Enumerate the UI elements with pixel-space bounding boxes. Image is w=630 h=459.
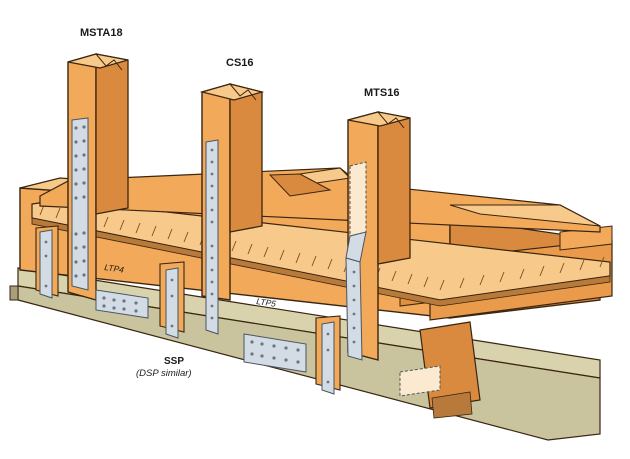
label-ltp5: LTP5 — [256, 296, 277, 309]
label-cs16: CS16 — [226, 57, 254, 69]
strap-cs16 — [205, 139, 219, 335]
strap-mts16 — [345, 161, 367, 361]
label-msta18: MSTA18 — [80, 27, 123, 39]
ssp-plates — [39, 229, 335, 395]
label-ltp4: LTP4 — [104, 262, 125, 275]
label-mts16: MTS16 — [364, 87, 399, 99]
ltp4-plate — [95, 289, 149, 319]
hidden-plate-right — [399, 365, 441, 397]
strap-msta18 — [71, 117, 89, 291]
label-ssp: SSP — [164, 356, 184, 367]
label-ssp-note: (DSP similar) — [136, 368, 192, 379]
ltp5-plate — [243, 333, 307, 373]
